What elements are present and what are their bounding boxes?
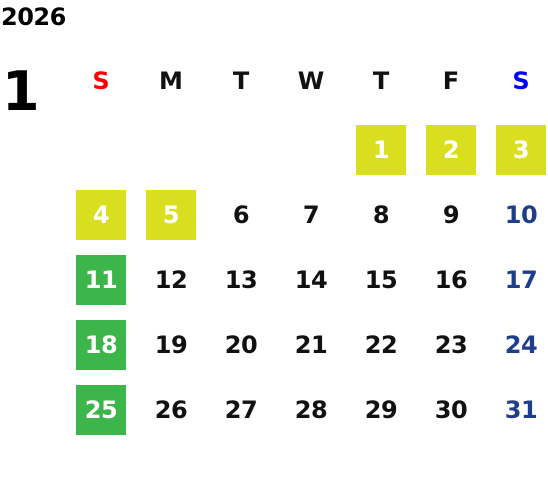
- day-number: 7: [302, 201, 320, 229]
- weekday-label: T: [372, 67, 390, 95]
- weekday-label: W: [297, 67, 325, 95]
- day-cell-28[interactable]: 28: [276, 380, 346, 445]
- day-cell-16[interactable]: 16: [416, 250, 486, 315]
- day-number: 25: [84, 396, 118, 424]
- day-number: 20: [224, 331, 258, 359]
- day-cell-31[interactable]: 31: [486, 380, 548, 445]
- day-number: 18: [84, 331, 118, 359]
- day-cell-11[interactable]: 11: [66, 250, 136, 315]
- day-number: 29: [364, 396, 398, 424]
- day-number: 11: [84, 266, 118, 294]
- sunday-highlight: [76, 320, 126, 370]
- sunday-highlight: [76, 385, 126, 435]
- holiday-highlight: [356, 125, 406, 175]
- day-cell-29[interactable]: 29: [346, 380, 416, 445]
- day-number: 8: [372, 201, 390, 229]
- day-number: 6: [232, 201, 250, 229]
- day-number: 26: [154, 396, 188, 424]
- day-number: 9: [442, 201, 460, 229]
- day-number: 4: [92, 201, 110, 229]
- day-number: 27: [224, 396, 258, 424]
- day-cell-19[interactable]: 19: [136, 315, 206, 380]
- day-number: 15: [364, 266, 398, 294]
- holiday-highlight: [496, 125, 546, 175]
- day-cell-27[interactable]: 27: [206, 380, 276, 445]
- day-cell-23[interactable]: 23: [416, 315, 486, 380]
- weekday-label: F: [442, 67, 460, 95]
- day-number: 14: [294, 266, 328, 294]
- holiday-highlight: [426, 125, 476, 175]
- day-number: 30: [434, 396, 468, 424]
- calendar-month: 1: [2, 60, 40, 123]
- day-cell-30[interactable]: 30: [416, 380, 486, 445]
- day-cell-13[interactable]: 13: [206, 250, 276, 315]
- day-cell-12[interactable]: 12: [136, 250, 206, 315]
- day-number: 16: [434, 266, 468, 294]
- day-number: 3: [512, 136, 530, 164]
- day-cell-21[interactable]: 21: [276, 315, 346, 380]
- day-cell-17[interactable]: 17: [486, 250, 548, 315]
- day-number: 22: [364, 331, 398, 359]
- day-cell-18[interactable]: 18: [66, 315, 136, 380]
- day-number: 1: [372, 136, 390, 164]
- day-number: 10: [504, 201, 538, 229]
- day-number: 13: [224, 266, 258, 294]
- day-number: 31: [504, 396, 538, 424]
- day-cell-20[interactable]: 20: [206, 315, 276, 380]
- sunday-highlight: [76, 255, 126, 305]
- day-cell-25[interactable]: 25: [66, 380, 136, 445]
- weekday-label: S: [92, 67, 110, 95]
- day-number: 23: [434, 331, 468, 359]
- day-cell-15[interactable]: 15: [346, 250, 416, 315]
- day-number: 28: [294, 396, 328, 424]
- day-cell-10[interactable]: 10: [486, 185, 548, 250]
- day-cell-4[interactable]: 4: [66, 185, 136, 250]
- day-number: 24: [504, 331, 538, 359]
- day-cell-6[interactable]: 6: [206, 185, 276, 250]
- weekday-label: M: [159, 67, 183, 95]
- day-cell-1[interactable]: 1: [346, 120, 416, 185]
- weekday-label: S: [512, 67, 530, 95]
- holiday-highlight: [146, 190, 196, 240]
- day-number: 2: [442, 136, 460, 164]
- day-cell-5[interactable]: 5: [136, 185, 206, 250]
- day-cell-14[interactable]: 14: [276, 250, 346, 315]
- day-number: 5: [162, 201, 180, 229]
- day-cell-8[interactable]: 8: [346, 185, 416, 250]
- day-cell-7[interactable]: 7: [276, 185, 346, 250]
- day-cell-22[interactable]: 22: [346, 315, 416, 380]
- day-number: 17: [504, 266, 538, 294]
- weekday-label: T: [232, 67, 250, 95]
- day-cell-26[interactable]: 26: [136, 380, 206, 445]
- day-cell-2[interactable]: 2: [416, 120, 486, 185]
- day-number: 19: [154, 331, 188, 359]
- day-number: 21: [294, 331, 328, 359]
- day-cell-24[interactable]: 24: [486, 315, 548, 380]
- day-cell-3[interactable]: 3: [486, 120, 548, 185]
- calendar-year: 2026: [1, 3, 66, 31]
- day-number: 12: [154, 266, 188, 294]
- day-cell-9[interactable]: 9: [416, 185, 486, 250]
- holiday-highlight: [76, 190, 126, 240]
